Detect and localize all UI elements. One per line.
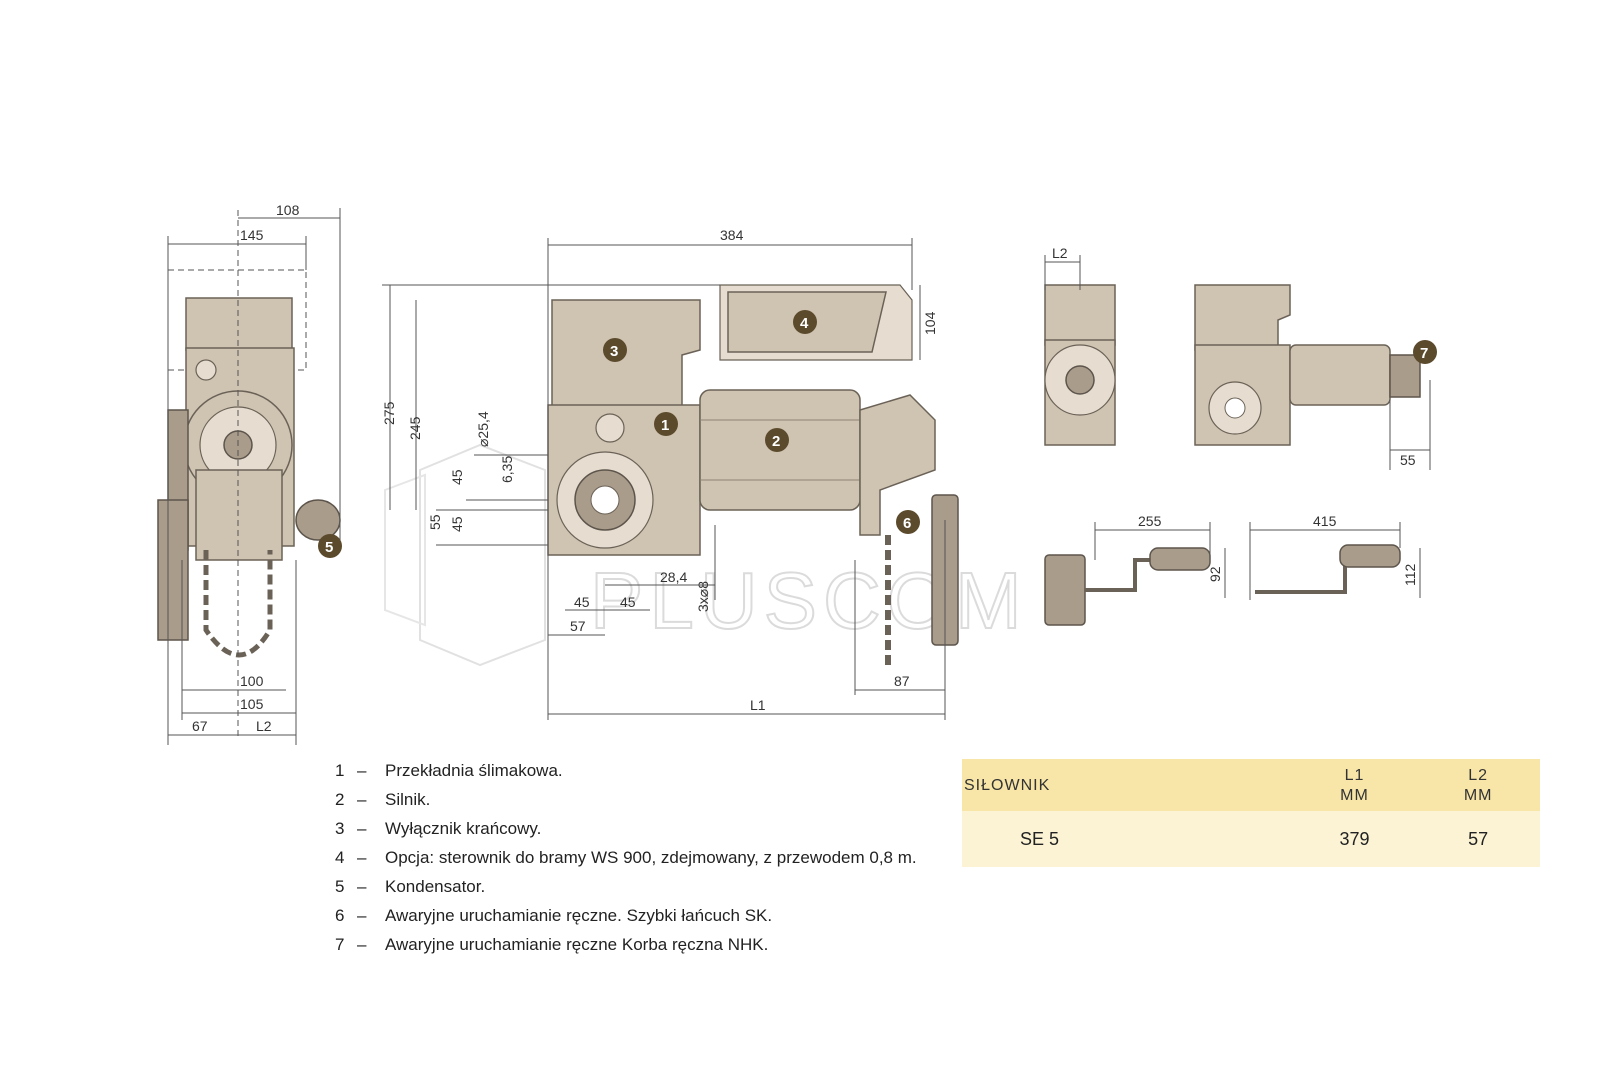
dim-diam-25-4: ⌀25,4 <box>475 411 491 447</box>
watermark-text: PLUSCOM <box>590 556 1028 645</box>
crank-front-view: 415 112 <box>1249 513 1421 600</box>
legend-item: 7 – Awaryjne uruchamianie ręczne Korba r… <box>335 930 955 959</box>
header-silownik: SIŁOWNIK <box>962 759 1293 811</box>
legend-text: Opcja: sterownik do bramy WS 900, zdejmo… <box>385 847 917 867</box>
table-row: SE 5 379 57 <box>962 811 1540 867</box>
badge-4: 4 <box>793 310 817 334</box>
legend-dash: – <box>357 876 367 896</box>
header-label: SIŁOWNIK <box>964 777 1051 794</box>
legend-num: 1 <box>335 760 345 780</box>
legend-dash: – <box>357 760 367 780</box>
legend-num: 6 <box>335 905 345 925</box>
dim-67: 67 <box>192 718 208 734</box>
dim-105: 105 <box>240 696 264 712</box>
front-dimensions: 384 104 275 245 ⌀25,4 6,35 45 45 55 28,4… <box>381 227 946 720</box>
dim-6-35: 6,35 <box>499 456 515 483</box>
badge-3: 3 <box>603 338 627 362</box>
small-front-view: 55 <box>1194 284 1431 470</box>
dim-45-h1: 45 <box>574 594 590 610</box>
legend-num: 7 <box>335 934 345 954</box>
legend-text: Awaryjne uruchamianie ręczne. Szybki łań… <box>385 905 773 925</box>
badge-1: 1 <box>654 412 678 436</box>
svg-text:7: 7 <box>1420 345 1428 362</box>
legend-dash: – <box>357 905 367 925</box>
dim-l2-side: L2 <box>256 718 272 734</box>
dim-384: 384 <box>720 227 744 243</box>
svg-text:1: 1 <box>661 417 669 434</box>
legend-num: 5 <box>335 876 345 896</box>
dim-415: 415 <box>1313 513 1337 529</box>
legend-text: Wyłącznik krańcowy. <box>385 818 542 838</box>
dim-112: 112 <box>1402 563 1418 586</box>
legend-num: 2 <box>335 789 345 809</box>
dim-255: 255 <box>1138 513 1162 529</box>
badge-2: 2 <box>765 428 789 452</box>
badge-5: 5 <box>318 534 342 558</box>
legend-item: 1 – Przekładnia ślimakowa. <box>335 756 955 785</box>
dim-45-v1: 45 <box>449 469 465 485</box>
svg-text:6: 6 <box>903 515 911 532</box>
dim-55-v: 55 <box>427 514 443 530</box>
header-unit: MM <box>1463 787 1493 804</box>
legend-item: 3 – Wyłącznik krańcowy. <box>335 814 955 843</box>
dim-245: 245 <box>407 416 423 440</box>
legend-num: 3 <box>335 818 345 838</box>
legend-item: 2 – Silnik. <box>335 785 955 814</box>
dim-145: 145 <box>240 227 264 243</box>
dim-55-h: 55 <box>1400 452 1416 468</box>
legend-item: 6 – Awaryjne uruchamianie ręczne. Szybki… <box>335 901 955 930</box>
legend-text: Przekładnia ślimakowa. <box>385 760 563 780</box>
dim-92: 92 <box>1207 566 1223 582</box>
dim-45-v2: 45 <box>449 516 465 532</box>
dim-87: 87 <box>894 673 910 689</box>
side-dimensions: 108 145 100 105 67 L2 <box>167 202 341 745</box>
badge-7: 7 <box>1413 340 1437 364</box>
dim-100: 100 <box>240 673 264 689</box>
legend-item: 5 – Kondensator. <box>335 872 955 901</box>
legend-dash: – <box>357 818 367 838</box>
dim-57: 57 <box>570 618 586 634</box>
crank-side-view: 255 92 <box>1044 513 1226 626</box>
header-unit: MM <box>1340 787 1369 804</box>
legend-text: Silnik. <box>385 789 431 809</box>
small-side-view: L2 <box>1044 245 1116 446</box>
dim-104: 104 <box>922 311 938 335</box>
svg-text:4: 4 <box>800 315 809 332</box>
header-label: L2 <box>1468 767 1489 784</box>
svg-text:2: 2 <box>772 433 780 450</box>
dim-28-4: 28,4 <box>660 569 687 585</box>
legend-item: 4 – Opcja: sterownik do bramy WS 900, zd… <box>335 843 955 872</box>
legend-text: Awaryjne uruchamianie ręczne Korba ręczn… <box>385 934 769 954</box>
dim-108: 108 <box>276 202 300 218</box>
legend-dash: – <box>357 847 367 867</box>
svg-text:5: 5 <box>325 539 333 556</box>
dim-3x8: 3x⌀8 <box>695 581 711 612</box>
badge-6: 6 <box>896 510 920 534</box>
header-label: L1 <box>1344 767 1365 784</box>
dim-45-h2: 45 <box>620 594 636 610</box>
dim-l1: L1 <box>750 697 766 713</box>
legend-dash: – <box>357 934 367 954</box>
cell-l2: 57 <box>1468 828 1489 849</box>
svg-text:3: 3 <box>610 343 618 360</box>
cell-l1: 379 <box>1339 828 1370 849</box>
dim-l2-small: L2 <box>1052 245 1068 261</box>
parts-legend: 1 – Przekładnia ślimakowa. 2 – Silnik. 3… <box>335 756 955 959</box>
side-view <box>157 210 341 740</box>
cell-model: SE 5 <box>1020 828 1060 849</box>
legend-dash: – <box>357 789 367 809</box>
dim-275: 275 <box>381 401 397 425</box>
legend-text: Kondensator. <box>385 876 486 896</box>
legend-num: 4 <box>335 847 345 867</box>
